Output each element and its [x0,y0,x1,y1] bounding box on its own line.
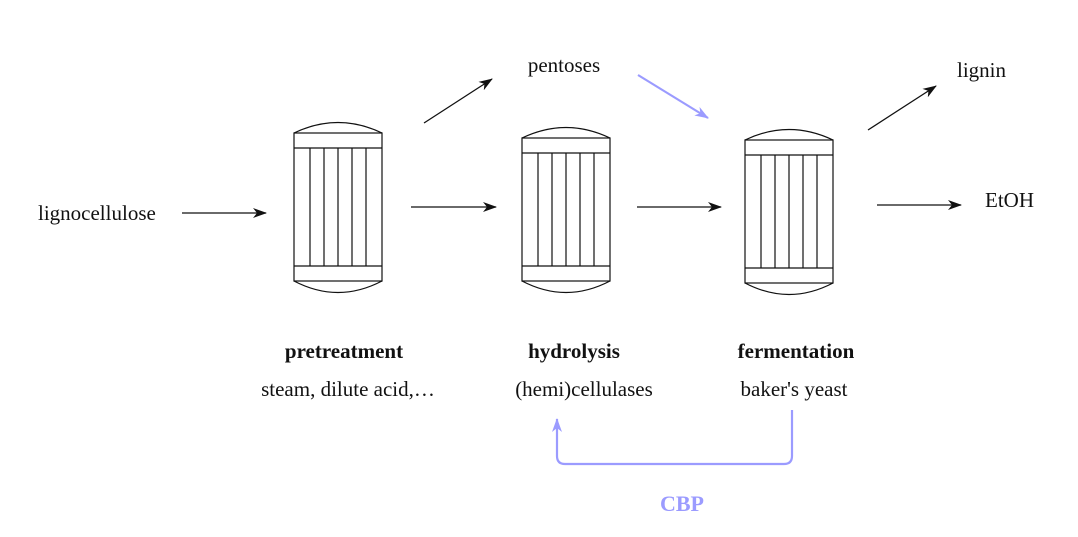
stage-hydrolysis-agent: (hemi)cellulases [515,377,653,401]
lignin-output-arrow [867,85,937,131]
stage-fermentation-agent: baker's yeast [741,377,848,401]
cbp-loop-arrow [552,410,794,466]
stage-pretreatment-agent: steam, dilute acid,… [261,377,435,401]
pentoses-output-arrow [423,78,493,124]
fermentation-reactor-icon [744,128,834,296]
pentoses-to-fermentation-arrow [637,74,709,119]
stage-pretreatment-title: pretreatment [285,339,403,363]
cbp-label: CBP [660,491,704,516]
lignin-label: lignin [957,58,1007,82]
hydrolysis-reactor-icon [521,126,611,294]
feedstock-label: lignocellulose [38,201,156,225]
pentoses-label: pentoses [528,53,600,77]
stage-fermentation-title: fermentation [738,339,855,363]
pretreatment-reactor-icon [293,121,383,294]
ethanol-label: EtOH [985,188,1034,212]
stage-hydrolysis-title: hydrolysis [528,339,620,363]
